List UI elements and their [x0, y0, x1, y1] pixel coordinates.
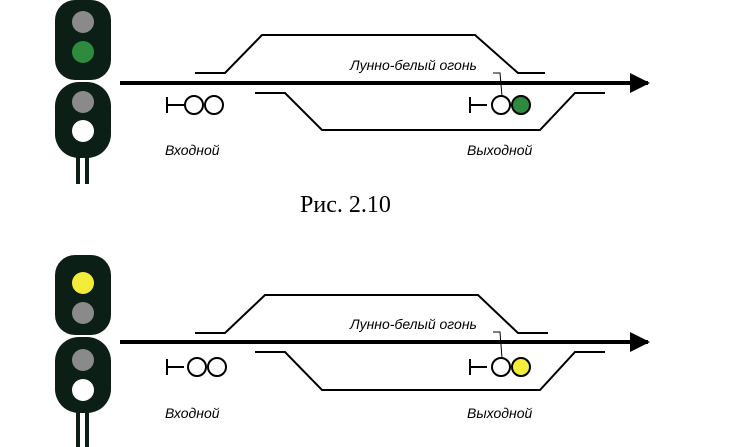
signal-lamp: [72, 11, 94, 33]
signal-head-lower: [55, 337, 111, 413]
exit-signal: [469, 95, 531, 115]
signal-head-upper: [55, 0, 111, 80]
exit-lamp-colored: [511, 357, 531, 377]
entry-signal: [166, 357, 227, 377]
lunar-white-label: Лунно-белый огонь: [349, 316, 477, 332]
signal-lamp: [72, 272, 94, 294]
mast-post: [85, 150, 89, 184]
upper-siding-track: [195, 34, 545, 74]
leader-line: [493, 331, 503, 359]
lower-siding-track: [255, 92, 605, 131]
signal-head-upper: [55, 255, 111, 335]
entry-label: Входной: [165, 142, 220, 158]
upper-siding-track: [195, 294, 548, 334]
figure-2: Лунно-белый огонь Входной Выходной: [55, 255, 650, 447]
figure-caption: Рис. 2.10: [300, 192, 391, 218]
exit-label: Выходной: [467, 142, 532, 158]
signal-lamp: [72, 302, 94, 324]
signal-lamp: [72, 349, 94, 371]
lunar-white-label: Лунно-белый огонь: [349, 57, 477, 73]
mast-post: [85, 410, 89, 447]
lower-siding-track: [255, 351, 605, 391]
exit-label: Выходной: [467, 405, 532, 421]
signal-lamp: [72, 120, 94, 142]
mast-post: [76, 410, 80, 447]
entry-lamp: [204, 95, 224, 115]
entry-signal: [166, 95, 224, 115]
mast-signal: [55, 255, 111, 447]
entry-label: Входной: [165, 405, 220, 421]
entry-lamp: [184, 95, 204, 115]
signal-lamp: [72, 379, 94, 401]
signal-lamp: [72, 91, 94, 113]
entry-lamp: [207, 357, 227, 377]
entry-lamp: [187, 357, 207, 377]
exit-signal: [469, 357, 531, 377]
mast-post: [76, 150, 80, 184]
signal-lamp: [72, 41, 94, 63]
track-layout: [120, 34, 650, 131]
leader-line: [493, 72, 503, 97]
exit-lamp-lunar-white: [491, 95, 511, 115]
mast-signal: [55, 0, 111, 184]
track-layout: [120, 294, 650, 391]
figure-1: Лунно-белый огонь Входной Выходной Рис. …: [55, 0, 650, 218]
exit-lamp-colored: [511, 95, 531, 115]
exit-lamp-lunar-white: [491, 357, 511, 377]
